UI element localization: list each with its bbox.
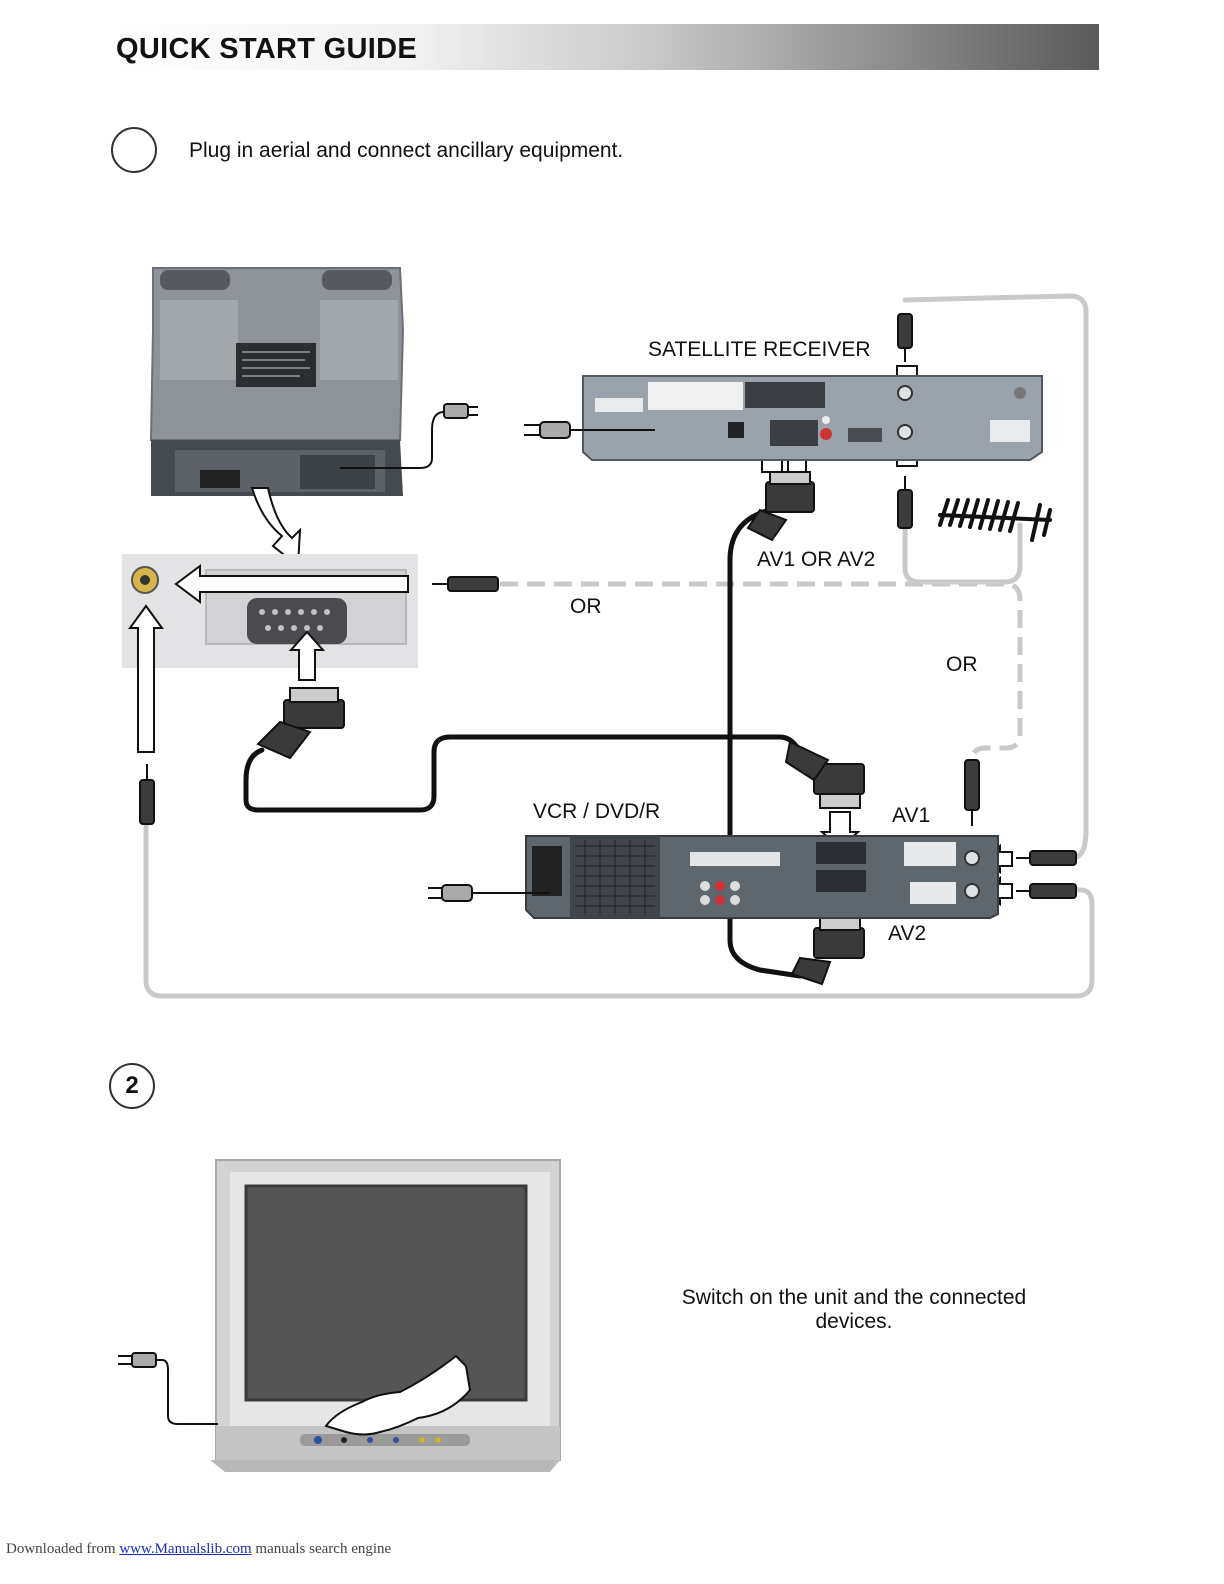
- tv-front-mains-plug: [118, 1353, 218, 1424]
- scart-cable-tv-vcr: [246, 737, 800, 810]
- sat-to-aerial-cable: [905, 525, 1020, 582]
- av1-or-av2-label: AV1 OR AV2: [757, 548, 875, 572]
- footer: Downloaded from www.Manualslib.com manua…: [6, 1541, 391, 1558]
- tv-connector-panel: [122, 554, 418, 668]
- manualslib-link[interactable]: www.Manualslib.com: [119, 1541, 251, 1557]
- or-label-right: OR: [946, 653, 978, 677]
- tv-rear-image: [151, 268, 403, 496]
- av1-label: AV1: [892, 804, 930, 828]
- vcr-dvd-label: VCR / DVD/R: [533, 800, 660, 824]
- satellite-receiver-image: [583, 376, 1042, 460]
- step-2-number: 2: [109, 1063, 155, 1109]
- footer-prefix: Downloaded from: [6, 1541, 119, 1557]
- satellite-receiver-label: SATELLITE RECEIVER: [648, 338, 871, 362]
- av2-label: AV2: [888, 922, 926, 946]
- or-label-left: OR: [570, 595, 602, 619]
- footer-suffix: manuals search engine: [252, 1541, 392, 1557]
- vcr-dvd-recorder-image: [526, 836, 998, 918]
- step-2-instruction: Switch on the unit and the connected dev…: [660, 1286, 1048, 1334]
- aerial-icon: [940, 500, 1050, 540]
